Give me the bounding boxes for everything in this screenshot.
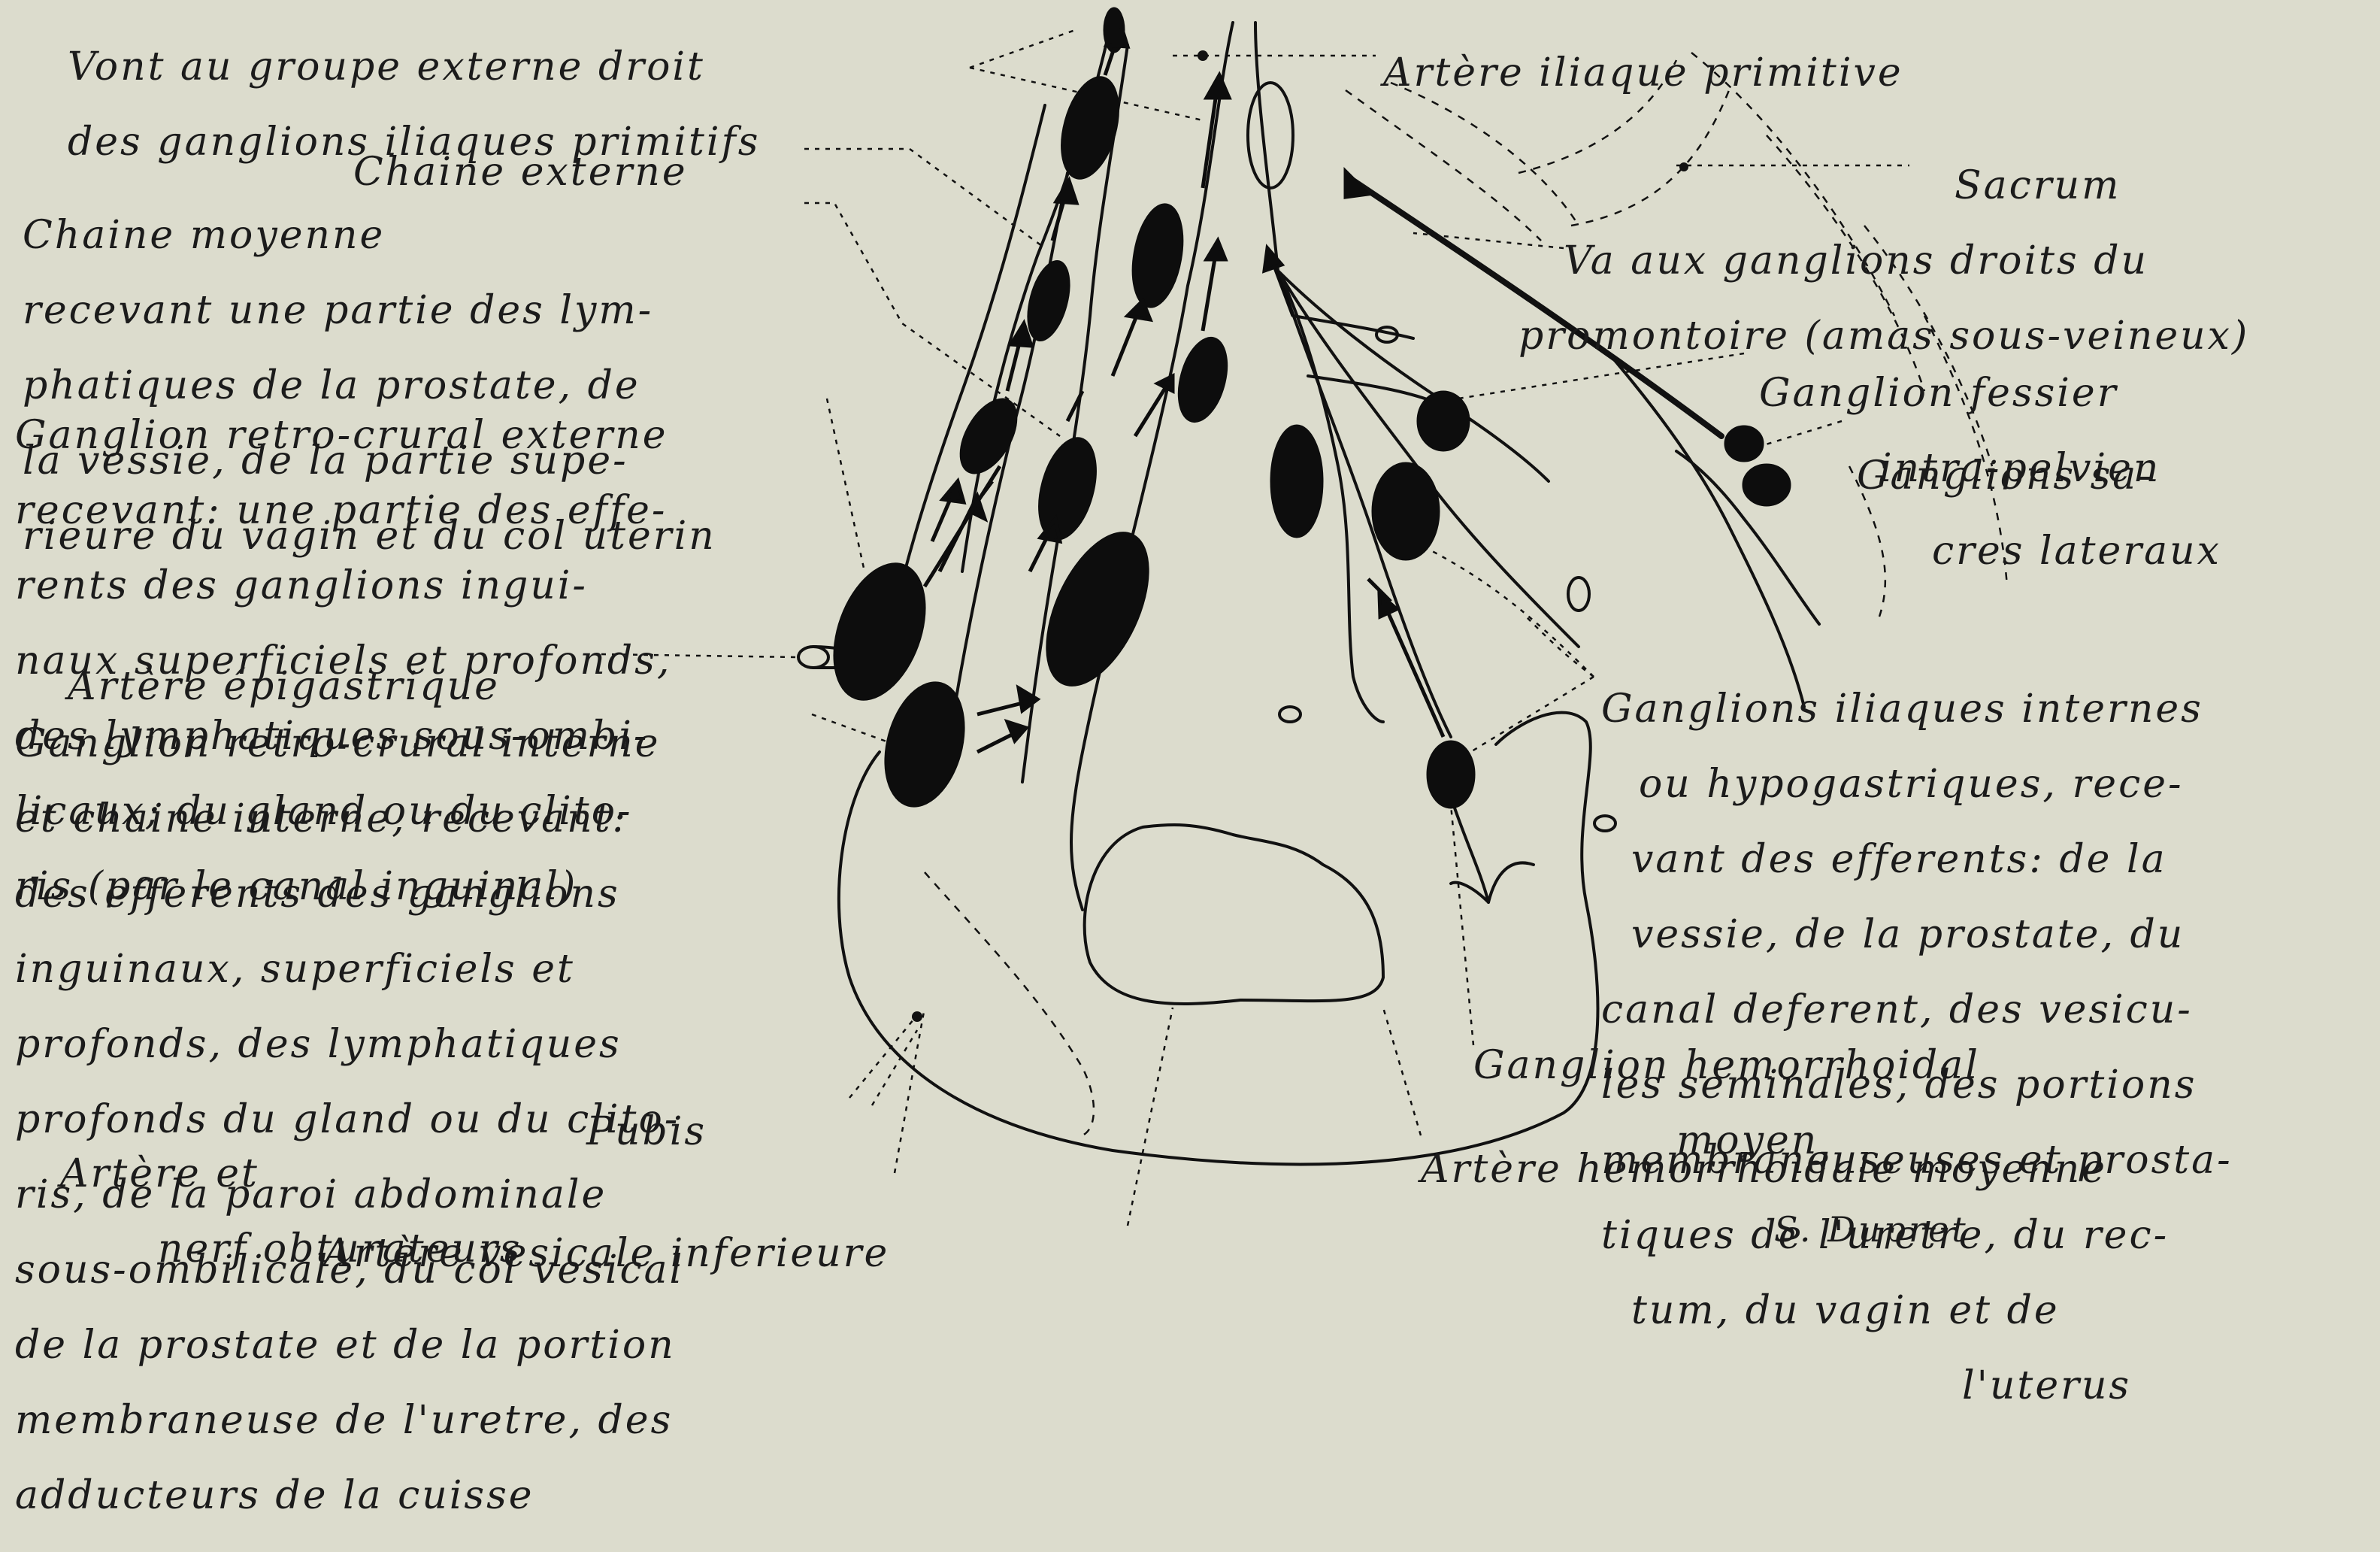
label-pubis: Pubis <box>586 1075 707 1188</box>
label-line: profonds, des lymphatiques <box>15 1026 684 1063</box>
signature: S. Dupret <box>1774 1173 1969 1286</box>
label-line: Artère et <box>60 1155 522 1193</box>
signature-text: S. Dupret <box>1774 1211 1969 1248</box>
label-line: adducteurs de la cuisse <box>15 1477 684 1514</box>
lymph-node <box>1724 426 1764 462</box>
label-line: recevant une partie des lym- <box>23 292 716 329</box>
label-line: membraneuse de l'uretre, des <box>15 1402 684 1439</box>
lymph-node <box>1170 332 1236 428</box>
lymph-node <box>1028 431 1107 546</box>
label-line: ou hypogastriques, rece- <box>1601 765 2233 803</box>
lymph-node <box>1270 425 1323 538</box>
lymph-node <box>1427 741 1475 808</box>
label-line: recevant: une partie des effe- <box>15 492 671 529</box>
label-ganglions-sacres: Ganglions sa- cres lateraux <box>1857 420 2221 608</box>
label-artere-hemorrhoidale: Artère hemorrhoidale moyenne <box>1421 1113 2107 1226</box>
label-line: Ganglion retro-crural externe <box>15 417 671 454</box>
label-line: Chaine moyenne <box>23 217 716 254</box>
label-artere-iliaque-primitive: Artère iliaque primitive <box>1383 17 1903 129</box>
label-line: de la prostate et de la portion <box>15 1326 684 1364</box>
label-line: Pubis <box>586 1113 707 1150</box>
lymph-node <box>1051 70 1129 185</box>
anatomical-figure: Vont au groupe externe droit des ganglio… <box>0 0 2380 1238</box>
label-line: Ganglion fessier <box>1759 374 2160 412</box>
label-line: l'uterus <box>1601 1367 2233 1405</box>
label-line: inguinaux, superficiels et <box>15 950 684 988</box>
label-line: Va aux ganglions droits du <box>1519 242 2249 280</box>
label-line: Artère iliaque primitive <box>1383 54 1903 92</box>
lymph-node <box>1125 200 1190 312</box>
label-line: Artère hemorrhoidale moyenne <box>1421 1150 2107 1188</box>
label-line: Ganglions iliaques internes <box>1601 690 2233 728</box>
label-line: Artère vesicale inferieure <box>323 1235 889 1272</box>
label-line: vant des efferents: de la <box>1601 841 2233 878</box>
label-artere-vesicale-inferieure: Artère vesicale inferieure <box>323 1197 889 1310</box>
label-line: cres lateraux <box>1857 532 2221 570</box>
label-line: Ganglions sa- <box>1857 457 2221 495</box>
lymph-node <box>949 389 1029 483</box>
lymph-node <box>872 673 978 816</box>
label-line: et chaine interne, recevant: <box>15 800 684 838</box>
label-line: Vont au groupe externe droit <box>68 48 760 86</box>
label-line: tum, du vagin et de <box>1601 1292 2233 1329</box>
label-line: vessie, de la prostate, du <box>1601 916 2233 953</box>
label-line: rents des ganglions ingui- <box>15 567 671 605</box>
label-line: Ganglion hemorrhoidal <box>1473 1047 1980 1084</box>
lymph-node <box>1417 391 1470 451</box>
label-line: Sacrum <box>1955 167 2121 205</box>
lymph-node <box>1372 462 1440 560</box>
label-line: Ganglion retro-crural interne <box>15 725 684 762</box>
obturator-foramen <box>1085 825 1383 1004</box>
label-line: des efferents des ganglions <box>15 875 684 913</box>
